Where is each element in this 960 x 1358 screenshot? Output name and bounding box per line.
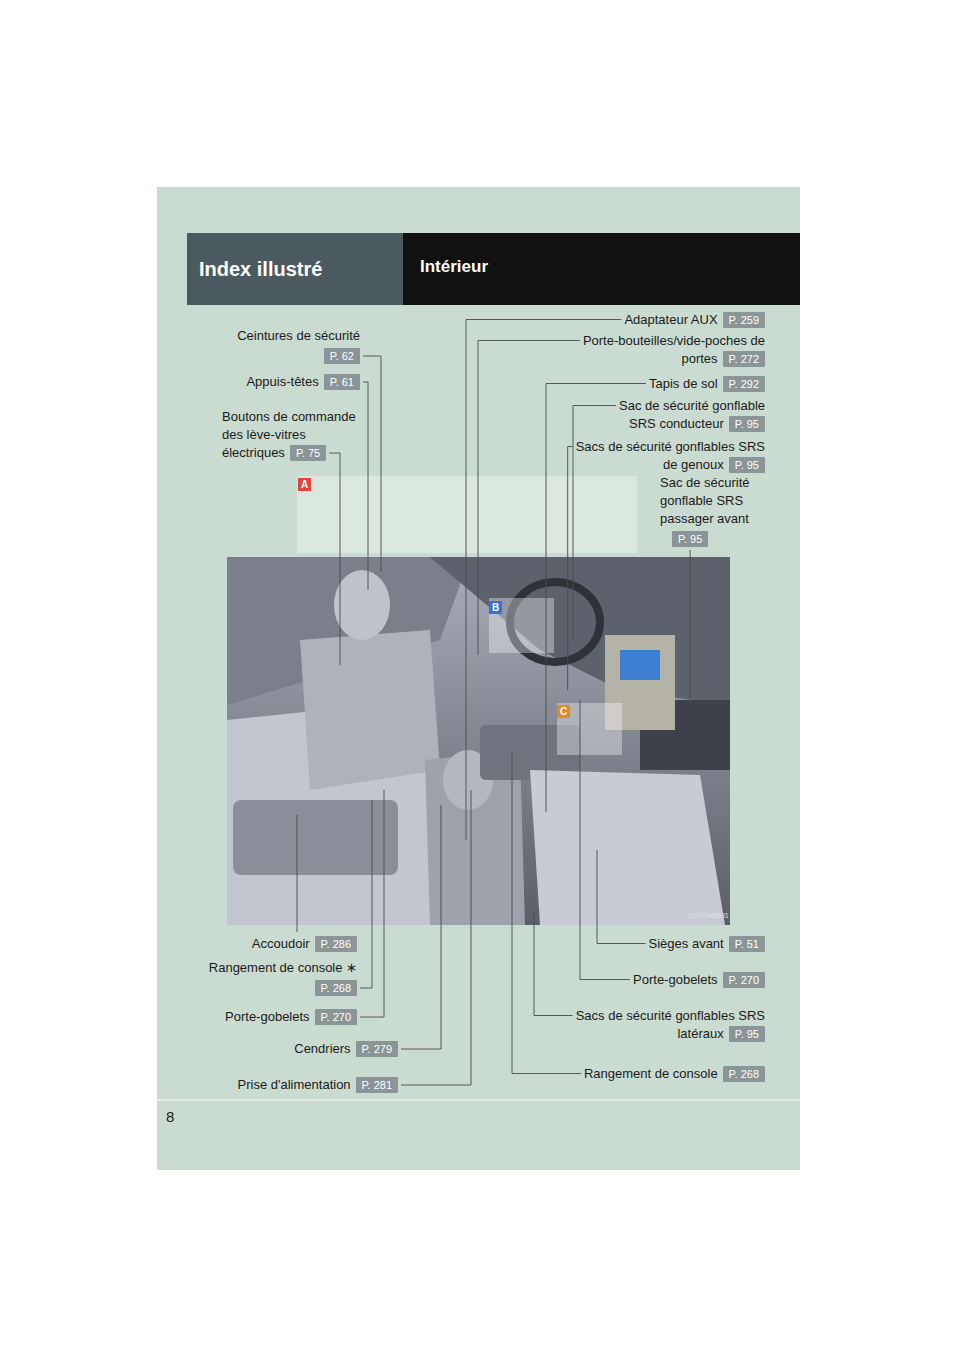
page-reference: P. 62 — [324, 348, 360, 364]
page-reference: P. 51 — [729, 936, 765, 952]
part-name: Ceintures de sécurité — [237, 327, 360, 345]
page-reference: P. 95 — [729, 457, 765, 473]
part-name: Porte-gobelets — [633, 972, 718, 987]
callout: Porte-gobelets P. 270 — [225, 1008, 357, 1026]
part-name: Rangement de console — [584, 1066, 718, 1081]
header-band — [403, 233, 800, 305]
callout: Tapis de sol P. 292 — [649, 375, 765, 393]
callout: Sacs de sécurité gonflables SRS latéraux… — [575, 1007, 765, 1043]
part-name: Boutons de commande des lève-vitres élec… — [222, 409, 356, 460]
callout: Porte-bouteilles/vide-poches de portesP.… — [573, 332, 765, 368]
leader-line — [478, 341, 580, 656]
page-reference: P. 279 — [356, 1041, 398, 1057]
interior-photo — [227, 557, 730, 925]
callout: Sac de sécurité gonflable SRS passager a… — [660, 474, 772, 547]
page-reference: P. 270 — [315, 1009, 357, 1025]
part-name: Cendriers — [294, 1041, 350, 1056]
leader-line — [466, 320, 621, 841]
leader-line — [329, 453, 340, 665]
callout: Sacs de sécurité gonflables SRS de genou… — [575, 438, 765, 474]
leader-line — [534, 912, 573, 1016]
inset-marker: A — [298, 478, 311, 491]
page-reference: P. 95 — [672, 531, 708, 547]
part-name: Adaptateur AUX — [624, 312, 717, 327]
page-reference: P. 259 — [723, 312, 765, 328]
leader-line — [580, 700, 630, 980]
callout: Boutons de commande des lève-vitres élec… — [222, 408, 372, 462]
callout: Appuis-têtes P. 61 — [246, 373, 360, 391]
page-reference: P. 281 — [356, 1077, 398, 1093]
page-reference: P. 270 — [723, 972, 765, 988]
leader-line — [297, 815, 298, 932]
interior-photo-part — [227, 557, 730, 925]
part-name: Rangement de console ∗ — [209, 959, 357, 977]
leader-line — [597, 850, 646, 944]
callout: Rangement de console P. 268 — [584, 1065, 765, 1083]
section-heading: Intérieur — [420, 257, 488, 277]
interior-photo-part — [334, 570, 390, 640]
page-reference: P. 272 — [723, 351, 765, 367]
page-reference: P. 268 — [723, 1066, 765, 1082]
leader-line — [360, 800, 372, 988]
part-name: Prise d'alimentation — [238, 1077, 351, 1092]
interior-photo-part — [489, 598, 554, 653]
image-code: CLYPIAB091 — [688, 912, 729, 919]
leader-line — [401, 805, 441, 1049]
interior-photo-part — [233, 800, 398, 875]
interior-photo-part — [530, 770, 725, 925]
callout: Sièges avant P. 51 — [649, 935, 765, 953]
callout: Accoudoir P. 286 — [252, 935, 357, 953]
interior-photo-part — [557, 703, 622, 755]
part-name: Tapis de sol — [649, 376, 718, 391]
callout: Prise d'alimentation P. 281 — [238, 1076, 398, 1094]
leader-line — [363, 356, 381, 572]
part-name: Porte-gobelets — [225, 1009, 310, 1024]
callout: Rangement de console ∗ P. 268 — [209, 959, 357, 996]
page-title: Index illustré — [187, 258, 322, 281]
header-title-band: Index illustré — [187, 233, 403, 305]
page-reference: P. 292 — [723, 376, 765, 392]
marker-letter: B — [492, 602, 499, 613]
marker-letter: A — [301, 479, 308, 490]
leader-line — [360, 790, 384, 1017]
part-name: Sièges avant — [649, 936, 724, 951]
page-panel — [157, 187, 800, 1170]
callout: Adaptateur AUX P. 259 — [624, 311, 765, 329]
page-reference: P. 95 — [729, 1026, 765, 1042]
inset-area — [297, 476, 637, 553]
leader-line — [568, 447, 573, 691]
inset-marker: B — [489, 601, 502, 614]
leader-line — [401, 790, 471, 1085]
rule-line — [157, 1100, 800, 1101]
part-name: Sac de sécurité gonflable SRS passager a… — [660, 474, 772, 528]
callout: Ceintures de sécurité P. 62 — [237, 327, 360, 364]
callout: Sac de sécurité gonflable SRS conducteur… — [590, 397, 765, 433]
leader-line — [363, 382, 368, 590]
page-reference: P. 75 — [290, 445, 326, 461]
part-name: Appuis-têtes — [246, 374, 318, 389]
page-reference: P. 95 — [729, 416, 765, 432]
inset-marker: C — [557, 705, 570, 718]
leader-line — [512, 752, 581, 1074]
page-reference: P. 268 — [315, 980, 357, 996]
callout: Porte-gobelets P. 270 — [633, 971, 765, 989]
interior-photo-part — [430, 557, 730, 705]
page-reference: P. 61 — [324, 374, 360, 390]
page-number: 8 — [166, 1108, 174, 1125]
part-name: Accoudoir — [252, 936, 310, 951]
page-reference: P. 286 — [315, 936, 357, 952]
interior-photo-part — [620, 650, 660, 680]
leader-line — [690, 550, 691, 705]
callout: Cendriers P. 279 — [294, 1040, 398, 1058]
marker-letter: C — [560, 706, 567, 717]
interior-photo-part — [300, 630, 440, 790]
